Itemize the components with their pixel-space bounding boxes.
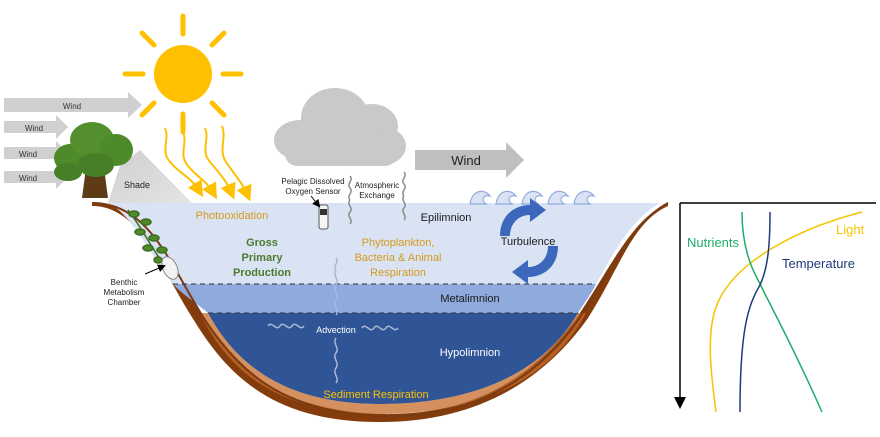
sediment-respiration-label: Sediment Respiration (323, 389, 428, 401)
waves-icon (469, 190, 596, 205)
profile-panel: Nutrients Light Temperature (674, 202, 876, 413)
epilimnion-label: Epilimnion (421, 212, 472, 224)
turbulence-label: Turbulence (501, 236, 556, 248)
wind-label: Wind (25, 124, 43, 133)
sediment-layer (92, 203, 668, 422)
shade-area (108, 150, 192, 203)
sediment-rim (200, 313, 586, 414)
svg-text:Primary: Primary (242, 252, 284, 264)
svg-text:Respiration: Respiration (370, 267, 426, 279)
wind-label: Wind (19, 150, 37, 159)
tree-icon (54, 122, 133, 198)
temperature-curve (739, 211, 771, 413)
shade-label: Shade (124, 180, 150, 190)
wind-arrow-3: Wind (4, 141, 68, 165)
respiration-label: Phytoplankton, Bacteria & Animal Respira… (355, 237, 442, 279)
svg-text:Bacteria & Animal: Bacteria & Animal (355, 252, 442, 264)
hypolimnion-layer (208, 313, 578, 404)
photooxidation-label: Photooxidation (196, 210, 269, 222)
sun-icon (122, 13, 244, 135)
wind-arrow-top: Wind (4, 92, 142, 118)
nutrients-label: Nutrients (687, 235, 740, 250)
svg-text:Pelagic Dissolved: Pelagic Dissolved (281, 177, 344, 186)
metalimnion-layer (173, 284, 596, 313)
nutrients-curve (741, 211, 823, 413)
svg-text:Gross: Gross (246, 237, 278, 249)
chamber-label: Benthic Metabolism Chamber (104, 278, 145, 307)
svg-text:Chamber: Chamber (108, 298, 141, 307)
sunlight-arrows (164, 125, 252, 202)
svg-text:Production: Production (233, 267, 291, 279)
advection-icon (267, 257, 399, 384)
wind-arrow-large: Wind (415, 142, 524, 178)
oxygen-sensor-icon (318, 204, 329, 230)
wind-arrow-2: Wind (4, 115, 68, 139)
sensor-label: Pelagic Dissolved Oxygen Sensor (281, 177, 344, 196)
atmospheric-exchange-label: Atmospheric Exchange (355, 181, 399, 200)
svg-text:Benthic: Benthic (111, 278, 138, 287)
svg-text:Metabolism: Metabolism (104, 288, 145, 297)
svg-text:Phytoplankton,: Phytoplankton, (362, 237, 435, 249)
light-curve (709, 211, 863, 413)
temperature-label: Temperature (782, 256, 855, 271)
cloud-icon (274, 88, 406, 166)
wind-label: Wind (63, 102, 81, 111)
hypolimnion-label: Hypolimnion (440, 347, 501, 359)
light-label: Light (836, 222, 865, 237)
wind-label-large: Wind (451, 153, 481, 168)
gpp-label: Gross Primary Production (233, 237, 291, 279)
wind-arrow-4: Wind (4, 165, 68, 189)
svg-text:Atmospheric: Atmospheric (355, 181, 399, 190)
turbulence-icon (500, 198, 558, 284)
svg-text:Exchange: Exchange (359, 191, 395, 200)
svg-text:Oxygen Sensor: Oxygen Sensor (285, 187, 340, 196)
wind-label: Wind (19, 174, 37, 183)
atmospheric-exchange-icon (348, 171, 406, 225)
metalimnion-label: Metalimnion (440, 293, 499, 305)
epilimnion-layer (108, 203, 660, 284)
advection-label: Advection (316, 325, 356, 335)
